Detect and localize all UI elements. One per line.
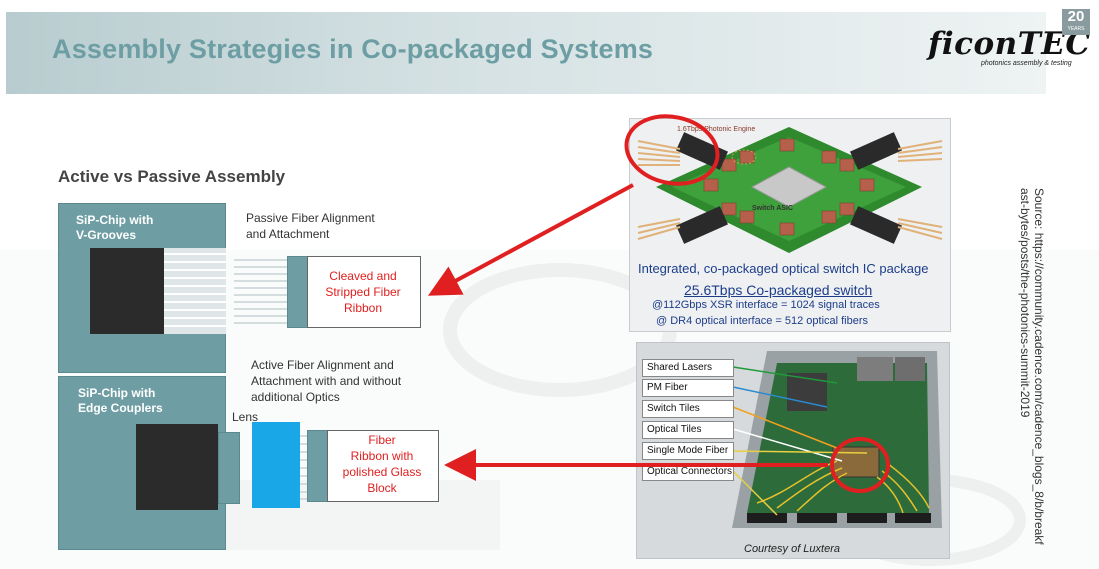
source-text: Source: https://community.cadence.com/ca… bbox=[1018, 188, 1046, 548]
arrow-to-passive bbox=[435, 185, 633, 292]
asic-highlight-ellipse bbox=[832, 439, 888, 491]
engine-highlight-ellipse bbox=[620, 108, 724, 192]
source-citation: Source: https://community.cadence.com/ca… bbox=[988, 188, 1046, 548]
